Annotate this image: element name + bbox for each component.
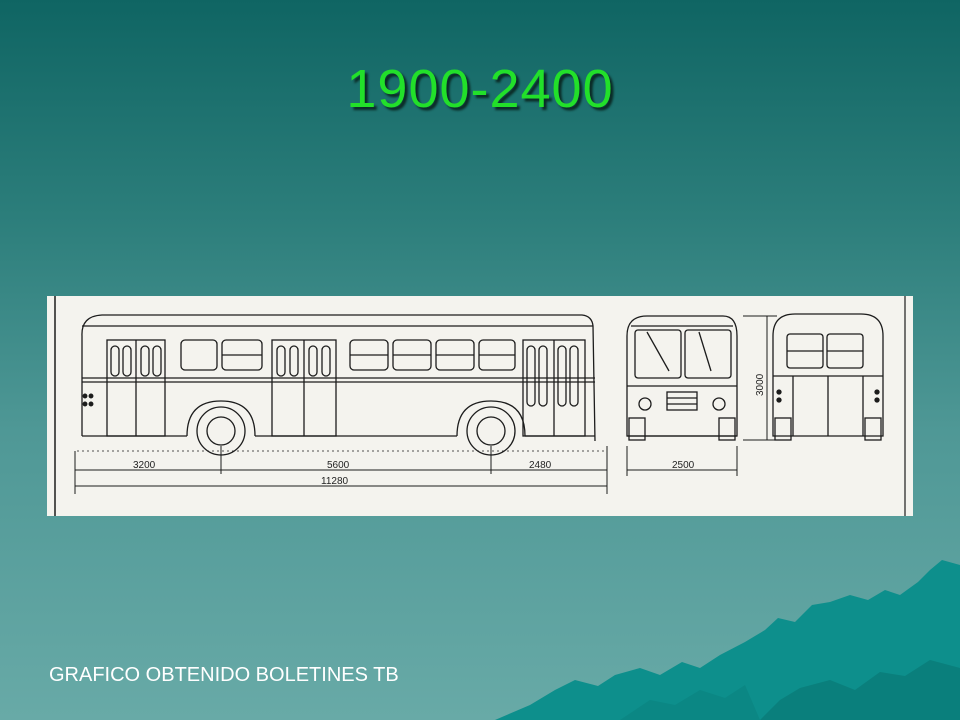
width-label: 2500 <box>672 460 695 471</box>
height-label: 3000 <box>755 373 766 396</box>
bus-side-view <box>77 314 607 456</box>
source-caption: GRAFICO OBTENIDO BOLETINES TB <box>49 664 399 686</box>
rear-overhang-label: 2480 <box>529 460 552 471</box>
bus-front-view <box>626 315 738 441</box>
side-dimension-lines <box>74 446 608 494</box>
overall-length-label: 11280 <box>321 476 349 487</box>
front-overhang-label: 3200 <box>133 460 156 471</box>
slide-title: 1900-2400 <box>346 59 614 119</box>
bus-rear-view <box>772 313 884 441</box>
wheelbase-label: 5600 <box>327 460 350 471</box>
bus-blueprint-drawing: 3200 5600 2480 11280 <box>47 296 913 516</box>
